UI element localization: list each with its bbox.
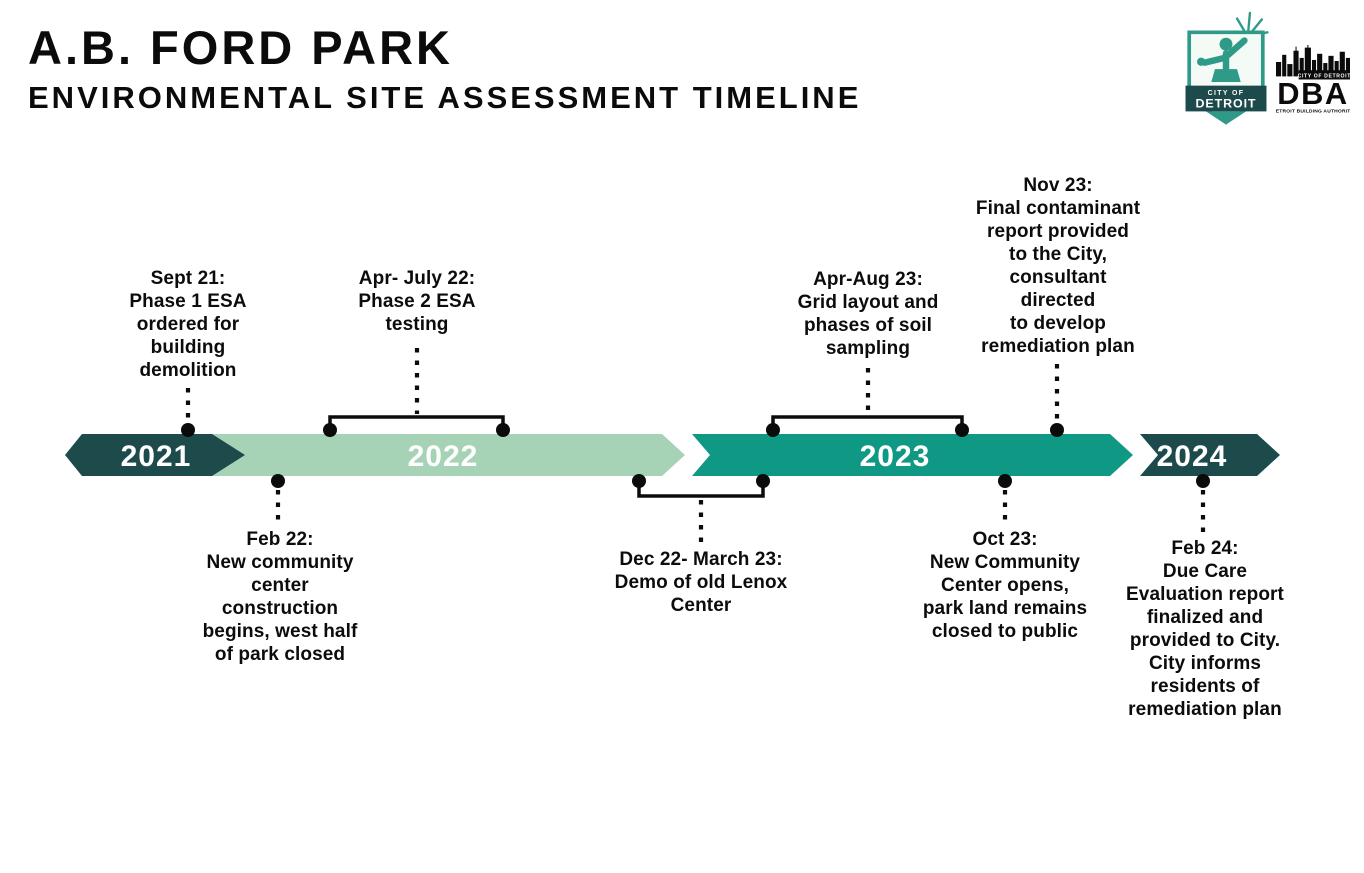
dba-logo-icon: CITY OF DETROIT DBA DETROIT BUILDING AUT… — [1272, 44, 1354, 114]
city-of-detroit-shield-icon: CITY OF DETROIT — [1185, 11, 1269, 125]
dba-band — [1298, 70, 1350, 80]
city-of-detroit-logo: CITY OF DETROIT — [1180, 10, 1272, 130]
range-bracket-dec-22-march-23 — [637, 485, 765, 498]
event-feb-22: Feb 22: New community center constructio… — [202, 529, 358, 665]
event-dot-apr-aug-23-end — [955, 423, 969, 437]
range-bracket-apr-july-22 — [328, 415, 505, 426]
dba-band-text: CITY OF DETROIT — [1298, 73, 1350, 79]
event-dec-22-march-23: Dec 22- March 23: Demo of old Lenox Cent… — [614, 549, 788, 616]
year-segment-2021 — [65, 434, 245, 476]
event-apr-aug-23: Apr-Aug 23: Grid layout and phases of so… — [797, 269, 939, 359]
event-dot-apr-aug-23-start — [766, 423, 780, 437]
dba-logo: CITY OF DETROIT DBA DETROIT BUILDING AUT… — [1272, 44, 1354, 115]
detroit-banner-detroit: DETROIT — [1196, 97, 1257, 111]
year-label-2022: 2022 — [408, 440, 479, 473]
year-label-2024: 2024 — [1157, 440, 1228, 473]
event-apr-july-22: Apr- July 22: Phase 2 ESA testing — [358, 268, 476, 335]
event-dot-oct-23 — [998, 474, 1012, 488]
city-skyline-icon — [1276, 44, 1350, 77]
page-title: A.B. FORD PARK — [28, 21, 453, 74]
event-dot-sept-21 — [181, 423, 195, 437]
year-label-2023: 2023 — [860, 440, 931, 473]
event-nov-23: Nov 23: Final contaminant report provide… — [975, 175, 1141, 357]
range-bracket-apr-aug-23 — [771, 415, 964, 426]
dba-bottom-text: DETROIT BUILDING AUTHORITY — [1276, 108, 1350, 114]
year-label-2021: 2021 — [121, 440, 192, 473]
event-dot-nov-23 — [1050, 423, 1064, 437]
shield-bottom-point — [1212, 111, 1240, 124]
event-oct-23: Oct 23: New Community Center opens, park… — [922, 529, 1088, 642]
year-segment-2024 — [1140, 434, 1280, 476]
year-segment-2023 — [692, 434, 1133, 476]
detroit-banner-city-of: CITY OF — [1208, 90, 1245, 97]
event-sept-21: Sept 21: Phase 1 ESA ordered for buildin… — [129, 268, 247, 381]
spirit-of-detroit-figure-icon — [1197, 37, 1248, 82]
dba-acronym: DBA — [1277, 76, 1348, 111]
event-dot-feb-22 — [271, 474, 285, 488]
event-dot-dec-22-end — [756, 474, 770, 488]
event-dot-apr-july-22-start — [323, 423, 337, 437]
year-segment-2022 — [205, 434, 685, 476]
shield-banner — [1185, 85, 1267, 112]
event-feb-24: Feb 24: Due Care Evaluation report final… — [1126, 538, 1284, 720]
event-dot-apr-july-22-end — [496, 423, 510, 437]
event-dot-feb-24 — [1196, 474, 1210, 488]
page-subtitle: ENVIRONMENTAL SITE ASSESSMENT TIMELINE — [28, 80, 862, 115]
event-dot-dec-22-start — [632, 474, 646, 488]
